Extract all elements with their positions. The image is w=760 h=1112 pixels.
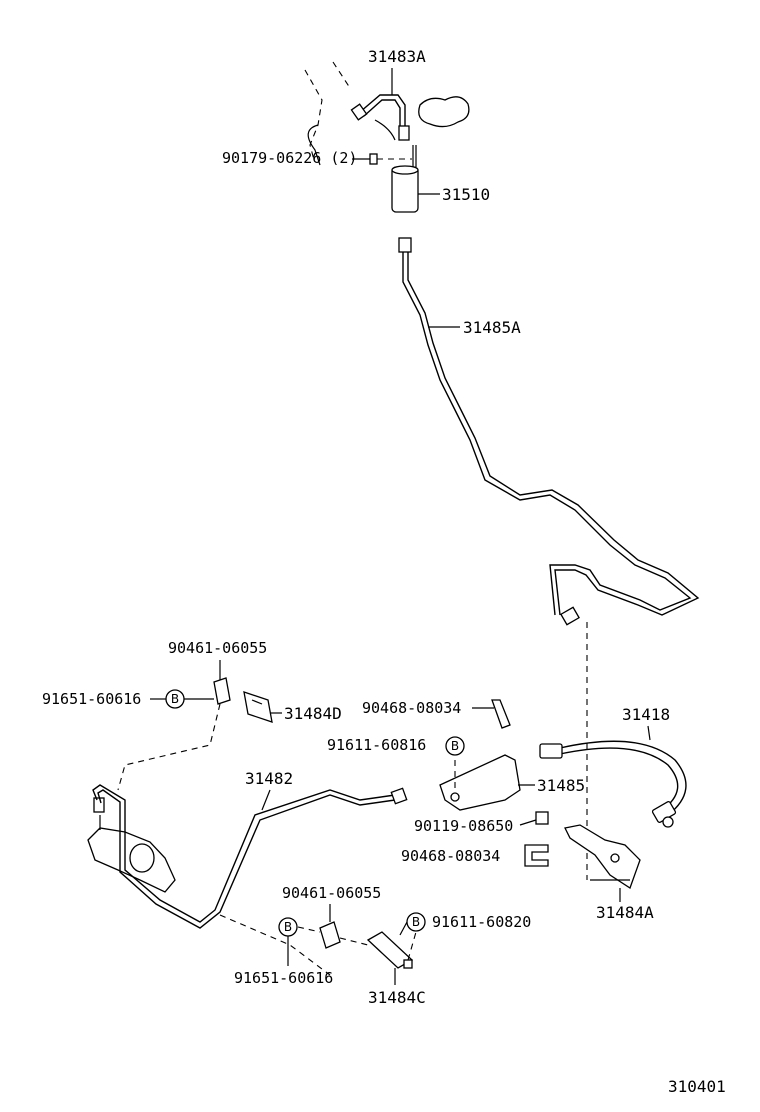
part-label-31484C: 31484C xyxy=(368,988,426,1007)
bolt-90119-08650 xyxy=(535,811,549,825)
part-label-90461-06055-upper: 90461-06055 xyxy=(168,639,267,657)
bolt-badge-b: B xyxy=(284,920,292,934)
part-label-31418: 31418 xyxy=(622,705,670,724)
part-label-91651-60616-lower: 91651-60616 xyxy=(234,969,333,987)
badge-b3: B xyxy=(406,912,426,932)
clutch-release-cylinder xyxy=(87,797,176,893)
clutch-pipe-31482 xyxy=(92,784,408,929)
clutch-flexible-hose-31418 xyxy=(539,740,687,828)
part-label-31484A: 31484A xyxy=(596,903,654,922)
clip-90468-08034-upper xyxy=(491,699,511,729)
part-label-31485: 31485 xyxy=(537,776,585,795)
vehicle-body-outline xyxy=(304,61,351,166)
part-label-91651-60616-upper: 91651-60616 xyxy=(42,690,141,708)
label-31483A: 31483A xyxy=(368,47,426,95)
clutch-master-cylinder-pipe-31483A xyxy=(350,94,470,141)
part-label-90468-08034-lower: 90468-08034 xyxy=(401,847,500,865)
bracket-31484A xyxy=(564,824,641,889)
part-label-31484D: 31484D xyxy=(284,704,342,723)
part-label-31485A: 31485A xyxy=(463,318,521,337)
part-label-91611-60820: 91611-60820 xyxy=(432,913,531,931)
label-31510: 31510 xyxy=(418,185,490,204)
bolt-badge-b: B xyxy=(171,692,179,706)
part-label-31482: 31482 xyxy=(245,769,293,788)
badge-b2: B xyxy=(278,917,298,937)
clutch-reservoir-31510 xyxy=(369,145,419,213)
bolt-badge-b: B xyxy=(412,915,420,929)
part-label-90119-08650: 90119-08650 xyxy=(414,817,513,835)
label-31485A: 31485A xyxy=(428,318,521,337)
part-label-90179-06226: 90179-06226 (2) xyxy=(222,149,357,167)
clamp-31484D xyxy=(243,691,273,723)
clamp-90461-06055-upper xyxy=(213,677,231,705)
figure-number: 310401 xyxy=(668,1077,726,1096)
label-90179: 90179-06226 (2) xyxy=(222,149,370,167)
clamp-90461-06055-lower xyxy=(319,921,341,949)
part-label-31483A: 31483A xyxy=(368,47,426,66)
part-label-31510: 31510 xyxy=(442,185,490,204)
clip-90468-08034-lower xyxy=(524,844,549,867)
part-label-90468-08034-upper: 90468-08034 xyxy=(362,699,461,717)
badge-b4: B xyxy=(445,736,465,756)
label-31482: 31482 xyxy=(245,769,293,811)
badge-b1: B xyxy=(165,689,185,709)
clamp-31484C xyxy=(366,931,414,969)
bracket-31485 xyxy=(439,754,521,811)
part-label-91611-60816: 91611-60816 xyxy=(327,736,426,754)
part-label-90461-06055-lower: 90461-06055 xyxy=(282,884,381,902)
bolt-badge-b: B xyxy=(451,739,459,753)
